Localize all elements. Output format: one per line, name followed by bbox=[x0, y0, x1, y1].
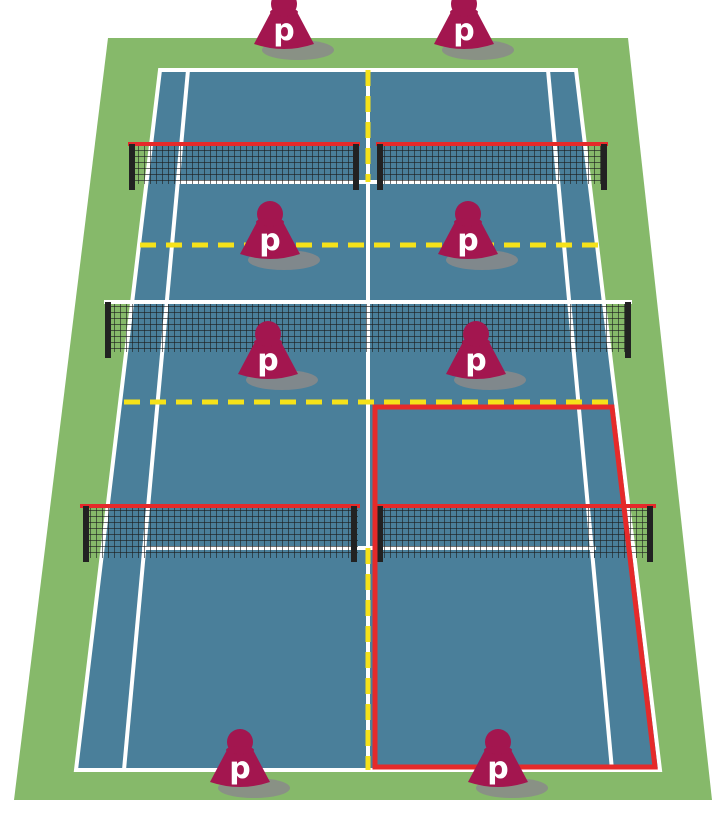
player-top-right: p bbox=[434, 0, 514, 60]
player-label: p bbox=[229, 751, 250, 786]
net-top-right bbox=[376, 144, 608, 190]
net-top-left bbox=[128, 144, 360, 190]
net-middle bbox=[104, 302, 632, 358]
player-label: p bbox=[487, 751, 508, 786]
net-bottom-right bbox=[376, 506, 656, 562]
player-label: p bbox=[465, 343, 486, 378]
player-top-left: p bbox=[254, 0, 334, 60]
player-label: p bbox=[453, 13, 474, 48]
net-bottom-left bbox=[80, 506, 360, 562]
player-label: p bbox=[257, 343, 278, 378]
player-label: p bbox=[273, 13, 294, 48]
player-label: p bbox=[259, 223, 280, 258]
player-label: p bbox=[457, 223, 478, 258]
